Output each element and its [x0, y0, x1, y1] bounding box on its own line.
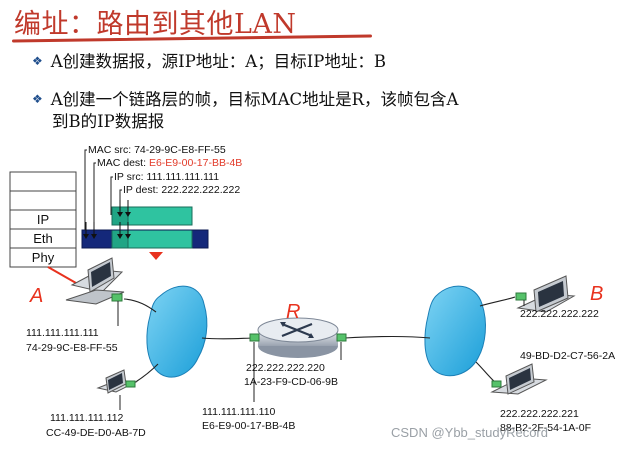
host-b-ip: 222.222.222.222	[520, 308, 599, 320]
lan-cloud-left	[146, 285, 208, 378]
bullet-2-continued: 到B的IP数据报	[52, 108, 164, 132]
host-a-mac: 74-29-9C-E8-FF-55	[26, 342, 118, 354]
mac-dest-value: E6-E9-00-17-BB-4B	[149, 157, 242, 169]
stack-layer-phy: Phy	[32, 250, 55, 265]
stack-layer-eth: Eth	[33, 231, 53, 246]
router-left-ip: 111.111.111.110	[202, 406, 276, 418]
host-a2-computer	[96, 369, 138, 394]
stack-layer-ip: IP	[37, 212, 49, 227]
watermark-text: CSDN @Ybb_studyRecord	[391, 425, 548, 440]
lan-cloud-right	[424, 285, 486, 377]
frame-down-arrow-icon	[149, 252, 163, 260]
mac-src-label: MAC src: 74-29-9C-E8-FF-55	[88, 144, 226, 156]
host-b-computer	[515, 275, 576, 313]
host-b-mac: 49-BD-D2-C7-56-2A	[520, 350, 615, 362]
host-b2-ip: 222.222.222.221	[500, 408, 579, 420]
host-a-label: A	[29, 285, 43, 307]
ip-datagram	[111, 200, 193, 226]
host-b2-computer	[490, 363, 548, 395]
bullet-2-text-line2: 到B的IP数据报	[52, 112, 165, 131]
host-a-ip: 111.111.111.111	[26, 327, 99, 339]
bullet-1-text: A创建数据报，源IP地址：A；目标IP地址：B	[50, 52, 386, 71]
mac-dest-label: MAC dest: E6-E9-00-17-BB-4B	[97, 157, 242, 169]
diamond-bullet-icon: ❖	[32, 92, 43, 106]
mac-dest-prefix: MAC dest:	[97, 157, 149, 169]
router-label: R	[286, 301, 300, 323]
ip-src-label: IP src: 111.111.111.111	[114, 171, 219, 183]
page-title: 编址：路由到其他LAN	[14, 9, 297, 40]
router-right-ip: 222.222.222.220	[246, 362, 325, 374]
router-icon	[249, 317, 347, 358]
frame-leader-lines	[84, 149, 122, 230]
link-layer-frame	[81, 222, 209, 249]
ip-dest-label: IP dest: 222.222.222.222	[123, 184, 240, 196]
protocol-stack: IP Eth Phy	[9, 171, 77, 268]
host-b-label: B	[590, 283, 603, 305]
router-left-mac: E6-E9-00-17-BB-4B	[202, 420, 295, 432]
router-right-mac: 1A-23-F9-CD-06-9B	[244, 376, 338, 388]
host-a2-ip: 111.111.111.112	[50, 412, 124, 424]
host-b2-mac: 88-B2-2F-54-1A-0F	[500, 422, 591, 434]
bullet-2: ❖ A创建一个链路层的帧，目标MAC地址是R，该帧包含A	[32, 86, 458, 110]
host-a2-mac: CC-49-DE-D0-AB-7D	[46, 427, 146, 439]
diamond-bullet-icon: ❖	[32, 54, 43, 68]
bullet-1: ❖ A创建数据报，源IP地址：A；目标IP地址：B	[32, 48, 386, 72]
host-a-computer	[65, 257, 125, 305]
bullet-2-text: A创建一个链路层的帧，目标MAC地址是R，该帧包含A	[50, 90, 459, 109]
stack-to-host-arrow	[47, 266, 77, 284]
